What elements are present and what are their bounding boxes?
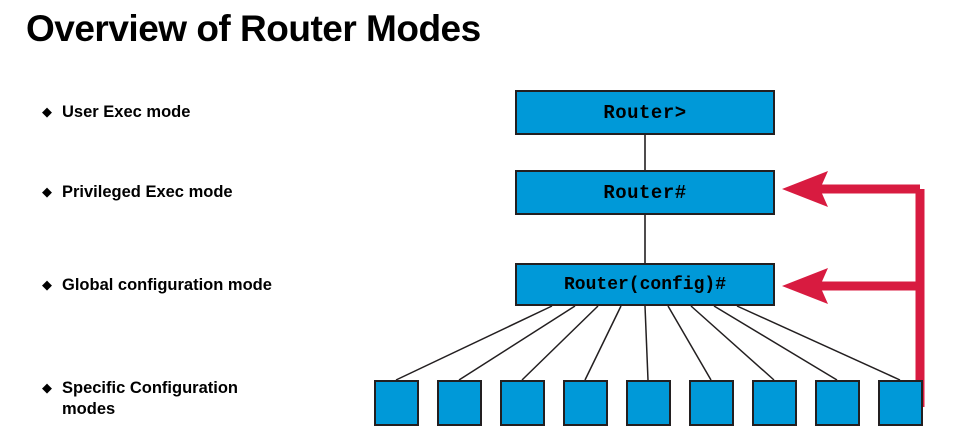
privileged-exec-box-label: Router# <box>603 181 687 204</box>
specific-mode-box[interactable] <box>752 380 797 426</box>
privileged-exec-box[interactable]: Router# <box>515 170 775 215</box>
bullet-item-privileged-exec: ◆ Privileged Exec mode <box>42 182 233 203</box>
specific-mode-box[interactable] <box>878 380 923 426</box>
bullet-item-label: Global configuration mode <box>62 276 272 294</box>
specific-mode-box[interactable] <box>815 380 860 426</box>
global-config-box-label: Router(config)# <box>563 274 727 295</box>
diamond-bullet-icon: ◆ <box>42 104 52 119</box>
bullet-item-user-exec: ◆ User Exec mode <box>42 102 190 123</box>
specific-mode-box[interactable] <box>563 380 608 426</box>
diamond-bullet-icon: ◆ <box>42 184 52 199</box>
bullet-item-label: Specific Configuration modes <box>62 379 239 418</box>
specific-mode-box[interactable] <box>689 380 734 426</box>
specific-mode-box[interactable] <box>500 380 545 426</box>
exit-to-global-config-arrowhead <box>782 268 828 304</box>
exit-to-privileged-exec-arrowhead <box>782 171 828 207</box>
connector-fanout <box>395 305 901 381</box>
bullet-item-specific-configuration: ◆ Specific Configuration modes <box>42 378 238 420</box>
user-exec-box[interactable]: Router> <box>515 90 775 135</box>
bullet-item-label: User Exec mode <box>62 103 191 121</box>
global-config-box[interactable]: Router(config)# <box>515 263 775 306</box>
return-arrow-path <box>820 184 925 412</box>
user-exec-box-label: Router> <box>603 101 687 124</box>
bullet-item-global-configuration: ◆ Global configuration mode <box>42 275 272 296</box>
specific-mode-box[interactable] <box>437 380 482 426</box>
specific-mode-box[interactable] <box>374 380 419 426</box>
bullet-item-label: Privileged Exec mode <box>62 183 233 201</box>
page-title: Overview of Router Modes <box>26 8 481 49</box>
diamond-bullet-icon: ◆ <box>42 380 52 395</box>
diamond-bullet-icon: ◆ <box>42 277 52 292</box>
specific-mode-box[interactable] <box>626 380 671 426</box>
